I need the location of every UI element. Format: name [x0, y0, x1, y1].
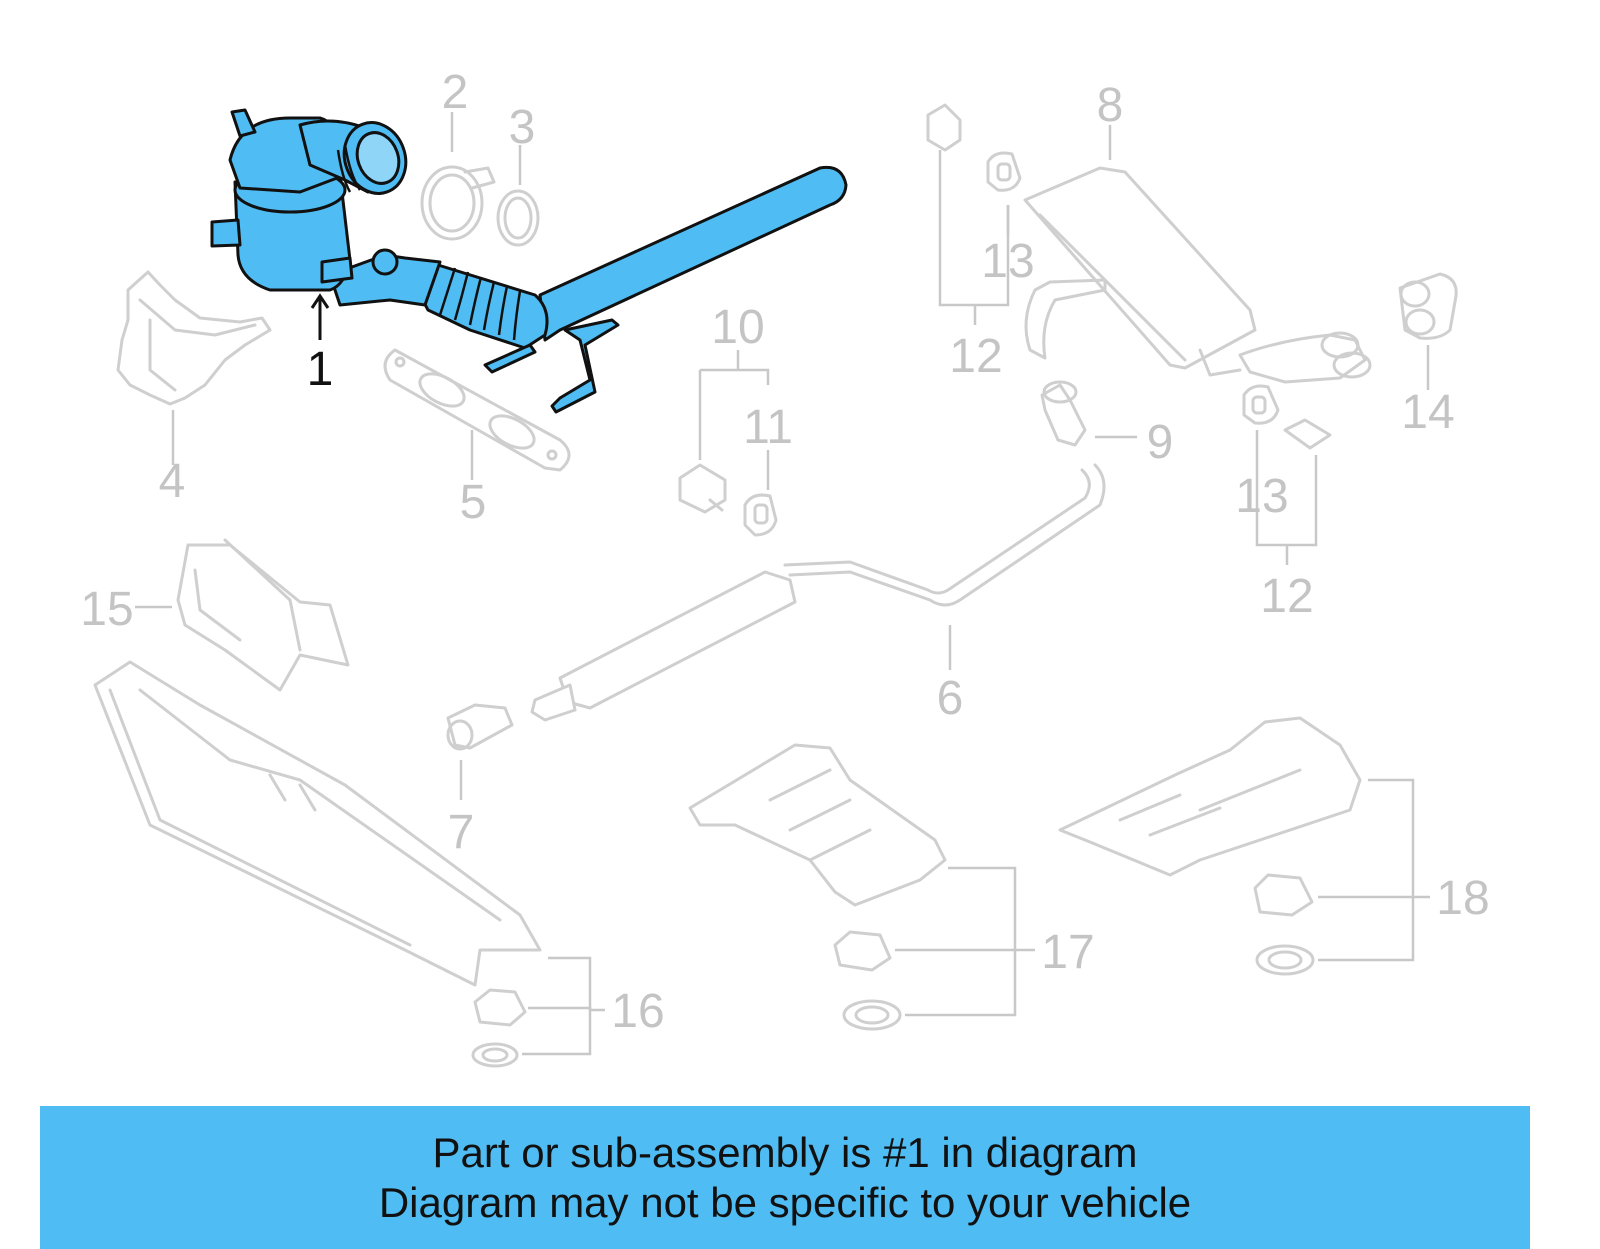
part-10-hanger: [678, 463, 727, 514]
callout-4: 4: [159, 455, 186, 508]
callout-15: 15: [80, 583, 133, 636]
part-5-flange-gasket: [383, 348, 571, 472]
callout-13-upper: 13: [981, 235, 1034, 288]
callout-1[interactable]: 1: [307, 343, 334, 396]
part-3-gasket-ring: [496, 189, 540, 247]
callout-6: 6: [937, 672, 964, 725]
callout-8: 8: [1097, 79, 1124, 132]
part-1-catalytic-converter[interactable]: [210, 108, 848, 414]
callout-10: 10: [711, 301, 764, 354]
banner-line-1: Part or sub-assembly is #1 in diagram: [432, 1128, 1138, 1176]
callout-2: 2: [442, 66, 469, 119]
callout-9: 9: [1147, 416, 1174, 469]
part-17-center-shield: [688, 743, 947, 1031]
callout-5: 5: [460, 476, 487, 529]
part-15-heat-shield: [176, 538, 350, 692]
banner-line-2: Diagram may not be specific to your vehi…: [378, 1178, 1192, 1226]
part-13-upper-mount: [986, 151, 1022, 192]
callout-13-lower: 13: [1235, 470, 1288, 523]
callout-17: 17: [1041, 926, 1094, 979]
part-4-bracket: [116, 270, 272, 406]
callout-18: 18: [1436, 872, 1489, 925]
part-13-lower-mount: [1242, 384, 1280, 425]
callout-7: 7: [448, 806, 475, 859]
part-2-clamp: [420, 165, 496, 241]
callout-16: 16: [611, 985, 664, 1038]
part-11-rubber-mount: [743, 493, 778, 537]
part-18-rear-shield: [1058, 716, 1362, 976]
part-6-center-muffler: [530, 463, 1106, 722]
part-12-upper-hanger: [926, 103, 962, 152]
part-7-clamp: [446, 703, 514, 751]
part-12-lower-bracket: [1283, 418, 1332, 450]
callout-11: 11: [743, 401, 793, 454]
part-8-rear-muffler: [1023, 166, 1372, 384]
part-16-front-shield: [93, 660, 542, 1068]
leader-lines: [135, 112, 1430, 1056]
part-9-clamp-sleeve: [1040, 380, 1087, 447]
callout-14: 14: [1401, 386, 1454, 439]
callout-12-upper: 12: [949, 330, 1002, 383]
callout-3: 3: [509, 101, 536, 154]
info-banner: Part or sub-assembly is #1 in diagram Di…: [40, 1106, 1530, 1249]
callout-12-lower: 12: [1260, 570, 1313, 623]
callout-labels: 1 2 3 4 5 6 7 8 9 10 11 12 12 13 13 14 1…: [80, 66, 1489, 1038]
part-14-rubber-hanger: [1398, 272, 1458, 340]
